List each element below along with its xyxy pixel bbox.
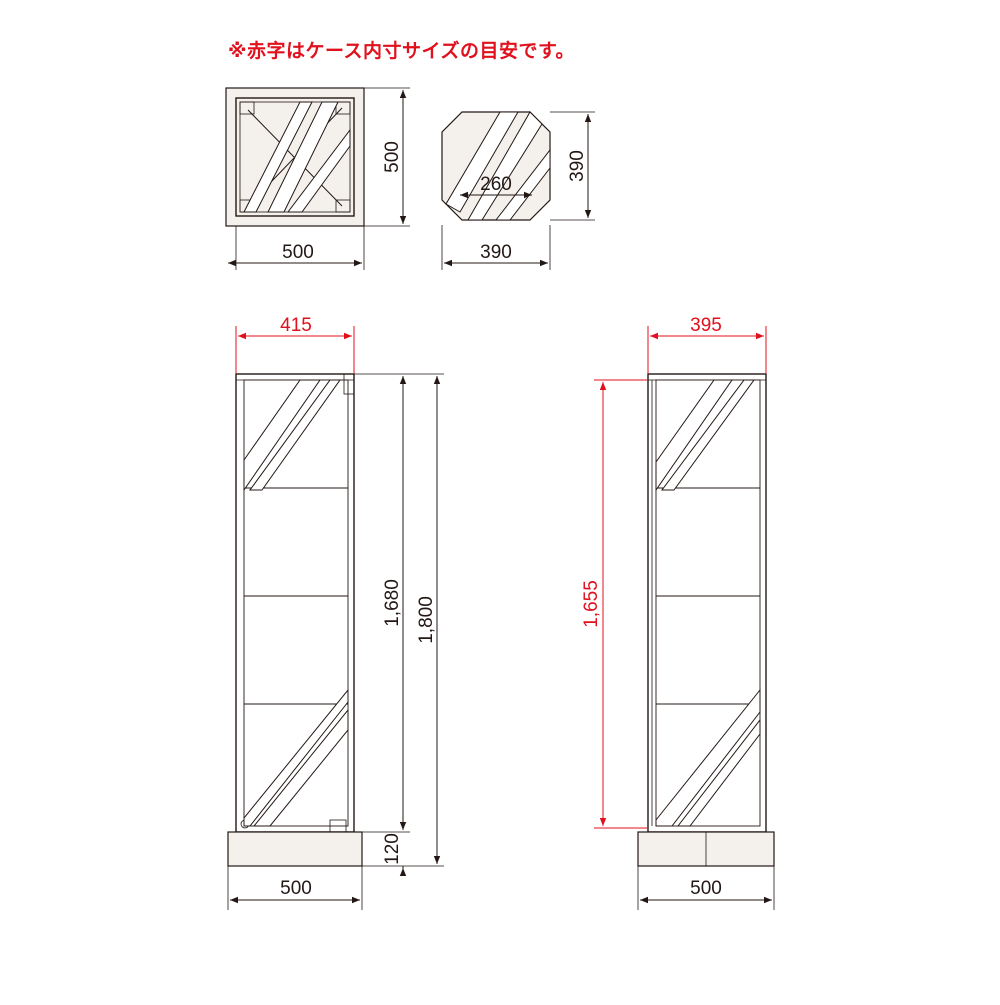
front-inner-width-label: 415 — [280, 315, 312, 336]
front-glass-height-label: 1,680 — [382, 579, 403, 627]
front-view: 415 500 1,680 120 1,800 — [227, 315, 444, 910]
front-base-height-label: 120 — [382, 833, 403, 865]
top-depth-label: 500 — [382, 141, 403, 173]
front-base — [227, 831, 363, 867]
front-outer-width-label: 500 — [280, 878, 312, 899]
inner-size-note: ※赤字はケース内寸サイズの目安です。 — [228, 40, 576, 62]
side-outer-width-label: 500 — [690, 878, 722, 899]
base-depth-label: 390 — [567, 150, 588, 182]
front-total-height-label: 1,800 — [416, 596, 437, 644]
base-width-label: 390 — [480, 242, 512, 263]
side-inner-width-label: 395 — [690, 315, 722, 336]
side-view: 395 500 1,655 — [581, 315, 775, 910]
top-view: 500 500 — [225, 87, 410, 270]
top-width-label: 500 — [282, 242, 314, 263]
side-inner-height-label: 1,655 — [581, 580, 602, 628]
base-top-view: 260 390 390 — [441, 111, 595, 270]
top-view-case — [235, 97, 355, 217]
base-inner-label: 260 — [480, 174, 512, 195]
